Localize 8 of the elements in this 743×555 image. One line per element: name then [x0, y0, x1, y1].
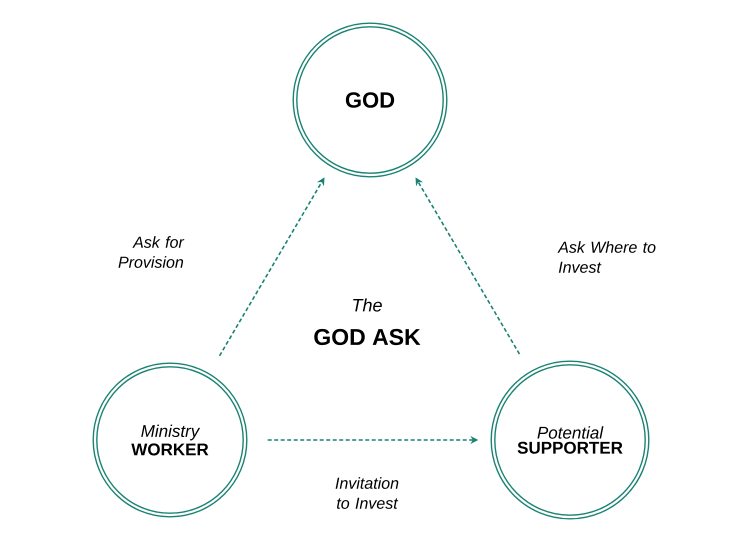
edge-label: Ask Where to Invest [557, 241, 656, 273]
center-label: GOD ASK [314, 328, 420, 346]
circle-node: Potential SUPPORTER [490, 360, 650, 520]
center-label: The [353, 298, 382, 312]
circle-node: Ministry WORKER [92, 362, 248, 518]
edge-label: Ask for Provision [118, 236, 184, 268]
circle-node: GOD [292, 22, 448, 178]
edge-label: Invitation to Invest [336, 477, 398, 509]
